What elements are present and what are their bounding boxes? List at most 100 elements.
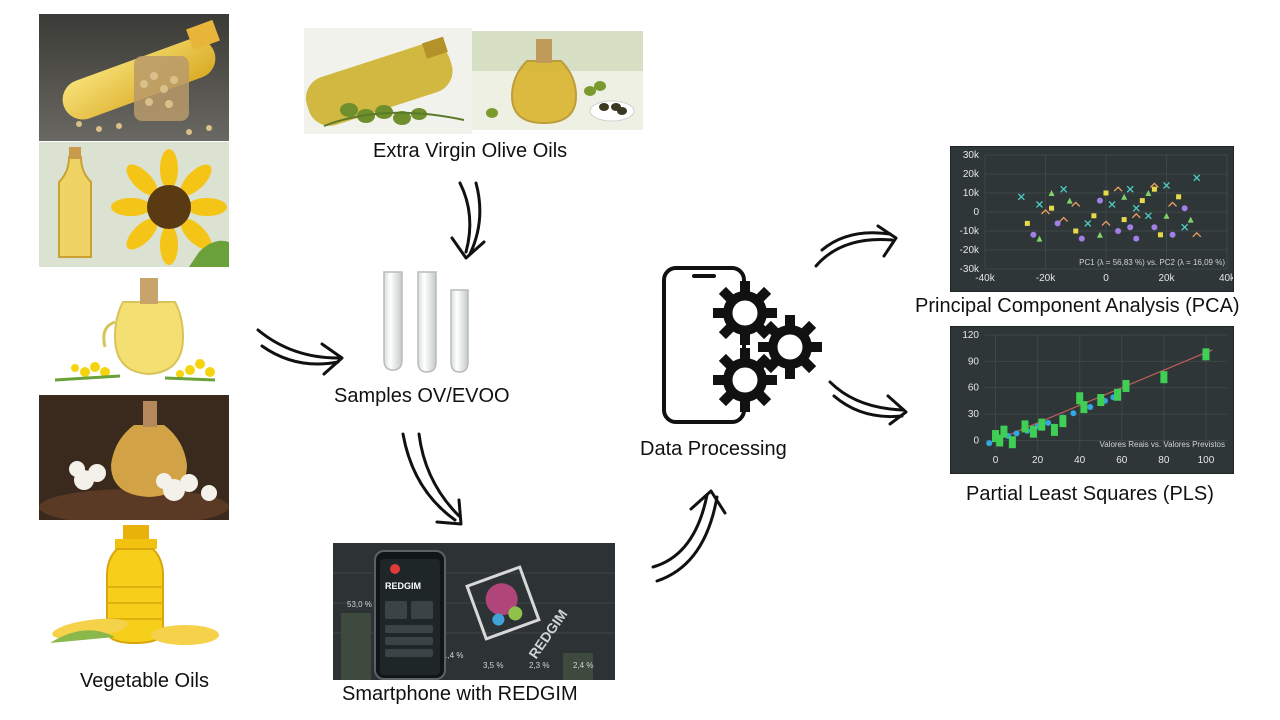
sunflower-oil-photo <box>39 142 229 267</box>
data-point-series-5 <box>1071 201 1081 207</box>
data-point-series-1 <box>1193 174 1201 182</box>
y-tick-label: 60 <box>968 383 980 394</box>
data-point-series-2 <box>1097 394 1105 407</box>
y-tick-label: 20k <box>963 169 980 180</box>
x-tick-label: -20k <box>1036 273 1056 284</box>
data-point-series-3 <box>1030 231 1037 238</box>
data-point-series-2 <box>1050 423 1058 436</box>
data-point-series-1 <box>1144 212 1152 220</box>
data-point-series-5 <box>1059 216 1069 223</box>
data-point-series-2 <box>1059 415 1067 428</box>
data-point-series-1 <box>1087 404 1094 411</box>
data-point-series-2 <box>1049 205 1055 211</box>
data-point-series-2 <box>1080 401 1088 414</box>
data-point-series-1 <box>1045 419 1052 426</box>
data-point-series-1 <box>1181 223 1189 231</box>
corn-oil-photo <box>45 525 225 655</box>
pls-label: Partial Least Squares (PLS) <box>966 483 1214 505</box>
data-point-series-2 <box>996 434 1004 447</box>
data-point-series-4 <box>1036 235 1043 242</box>
data-point-series-2 <box>1029 425 1037 438</box>
data-point-series-3 <box>1133 235 1140 242</box>
bar-label-4: 2,3 % <box>529 661 549 670</box>
redgim-app-screenshot: 53,0 % 1,4 % 3,5 % 2,3 % 2,4 % REDGIM RE… <box>333 543 615 680</box>
arrow-to-samples <box>252 318 352 388</box>
data-point-series-2 <box>1000 425 1008 438</box>
data-point-series-3 <box>1078 235 1085 242</box>
data-point-series-1 <box>1070 410 1077 417</box>
x-tick-label: 20 <box>1032 455 1044 466</box>
arrow-samples-to-phone <box>395 430 475 530</box>
data-point-series-3 <box>1169 231 1176 238</box>
data-processing-label: Data Processing <box>640 438 787 460</box>
x-tick-label: -40k <box>975 273 995 284</box>
data-point-series-1 <box>1108 200 1116 208</box>
arrow-to-pca <box>812 222 902 272</box>
data-point-series-3 <box>1096 197 1103 204</box>
data-point-series-5 <box>1192 231 1202 238</box>
data-point-series-4 <box>1096 231 1103 238</box>
data-point-series-1 <box>1035 200 1043 208</box>
data-point-series-1 <box>1060 185 1068 193</box>
data-point-series-1 <box>1163 181 1170 189</box>
test-tubes-illustration <box>378 270 478 380</box>
y-tick-label: 120 <box>962 330 979 341</box>
y-tick-label: 30k <box>963 150 980 161</box>
x-tick-label: 40 <box>1074 455 1086 466</box>
data-point-series-2 <box>1073 228 1079 234</box>
data-point-series-5 <box>1101 220 1111 226</box>
data-point-series-2 <box>1021 420 1029 433</box>
x-tick-label: 100 <box>1198 455 1215 466</box>
data-point-series-5 <box>1168 201 1178 207</box>
arrow-to-pls <box>826 376 911 426</box>
data-point-series-3 <box>1151 224 1158 231</box>
data-point-series-2 <box>1121 217 1127 223</box>
data-point-series-4 <box>1163 212 1170 219</box>
x-tick-label: 80 <box>1158 455 1170 466</box>
data-point-series-4 <box>1048 190 1055 196</box>
data-point-series-2 <box>992 430 1000 443</box>
smartphone-label: Smartphone with REDGIM <box>342 683 578 705</box>
chart-annotation: PC1 (λ = 56,83 %) vs. PC2 (λ = 16,09 %) <box>1079 258 1225 267</box>
data-point-series-2 <box>1139 198 1145 204</box>
app-brand-text: REDGIM <box>385 581 421 591</box>
y-tick-label: -30k <box>960 264 980 275</box>
data-point-series-3 <box>1127 224 1134 231</box>
y-tick-label: 0 <box>973 207 979 218</box>
soybean-oil-photo <box>39 14 229 141</box>
data-point-series-1 <box>986 440 993 447</box>
data-point-series-4 <box>1187 216 1194 223</box>
data-processing-icon <box>660 265 830 430</box>
olive-oil-jar-photo <box>472 31 643 130</box>
data-point-series-5 <box>1149 182 1159 188</box>
data-point-series-5 <box>1113 186 1123 192</box>
olive-oil-bottle-photo <box>304 28 472 134</box>
bar-label-5: 2,4 % <box>573 661 593 670</box>
x-tick-label: 0 <box>993 455 999 466</box>
y-tick-label: -20k <box>960 245 980 256</box>
y-tick-label: 0 <box>973 435 979 446</box>
data-point-series-1 <box>1017 193 1025 201</box>
y-tick-label: -10k <box>960 226 980 237</box>
y-tick-label: 10k <box>963 188 980 199</box>
data-point-series-4 <box>1145 190 1152 196</box>
bar-label-2: 1,4 % <box>443 651 463 660</box>
x-tick-label: 20k <box>1158 273 1175 284</box>
data-point-series-2 <box>1151 186 1157 192</box>
data-point-series-2 <box>1202 348 1210 361</box>
data-point-series-2 <box>1008 436 1016 449</box>
data-point-series-2 <box>1122 379 1130 392</box>
data-point-series-4 <box>1066 197 1073 204</box>
arrow-evoo-to-samples <box>440 180 500 265</box>
data-point-series-2 <box>1103 190 1109 196</box>
data-point-series-2 <box>1114 388 1122 401</box>
x-tick-label: 60 <box>1116 455 1128 466</box>
samples-label: Samples OV/EVOO <box>334 385 510 407</box>
data-point-series-2 <box>1091 213 1097 219</box>
data-point-series-2 <box>1160 371 1168 384</box>
data-point-series-5 <box>1041 209 1050 215</box>
data-point-series-2 <box>1157 232 1163 238</box>
